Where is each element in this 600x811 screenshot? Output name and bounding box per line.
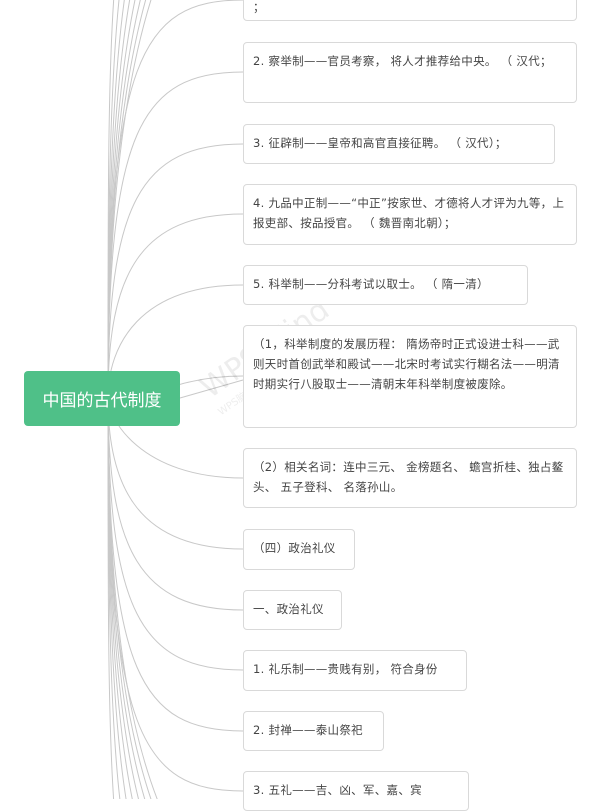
connector-line bbox=[107, 397, 244, 611]
node-11[interactable]: 3. 五礼——吉、凶、军、嘉、宾 bbox=[243, 771, 469, 811]
node-6[interactable]: （2）相关名词：连中三元、 金榜题名、 蟾宫折桂、独占鳌头、 五子登科、 名落孙… bbox=[243, 448, 577, 508]
root-label: 中国的古代制度 bbox=[42, 391, 162, 411]
connector-line bbox=[107, 397, 244, 792]
node-5[interactable]: （1，科举制度的发展历程： 隋炀帝时正式设进士科——武则天时首创武举和殿试——北… bbox=[243, 325, 577, 428]
connector-line bbox=[107, 143, 244, 399]
node-10[interactable]: 2. 封禅——泰山祭祀 bbox=[243, 711, 384, 751]
connector-line bbox=[107, 397, 158, 799]
node-4[interactable]: 5. 科举制——分科考试以取士。 （ 隋一清） bbox=[243, 265, 528, 305]
connector-line bbox=[179, 379, 244, 399]
root-node[interactable]: 中国的古代制度 bbox=[24, 371, 180, 426]
node-2[interactable]: 3. 征辟制——皇帝和高官直接征聘。 （ 汉代）； bbox=[243, 124, 555, 164]
connector-line bbox=[107, 397, 140, 799]
connector-line bbox=[107, 397, 244, 671]
node-0[interactable]: ； bbox=[243, 0, 577, 21]
node-9[interactable]: 1. 礼乐制——贵贱有别， 符合身份 bbox=[243, 650, 467, 691]
node-1[interactable]: 2. 察举制——官员考察， 将人才推荐给中央。 （ 汉代； bbox=[243, 42, 577, 103]
connector-line bbox=[107, 213, 244, 399]
connector-line bbox=[107, 397, 244, 732]
connector-line bbox=[107, 0, 152, 399]
connector-line bbox=[107, 397, 133, 799]
connector-line bbox=[107, 71, 244, 399]
connector-line bbox=[107, 397, 244, 550]
node-7[interactable]: （四）政治礼仪 bbox=[243, 529, 355, 570]
node-3[interactable]: 4. 九品中正制——“中正”按家世、才德将人才评为九等，上报吏部、按品授官。 （… bbox=[243, 184, 577, 245]
node-8[interactable]: 一、政治礼仪 bbox=[243, 590, 342, 630]
